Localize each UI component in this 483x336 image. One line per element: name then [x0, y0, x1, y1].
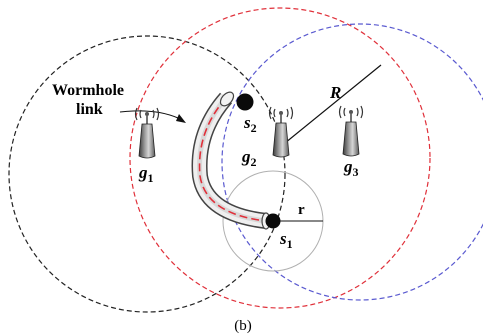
gateway-g2-icon	[268, 106, 294, 158]
wormhole-annotation-line1: Wormhole	[52, 82, 124, 99]
wormhole-annotation-line2: link	[76, 101, 103, 118]
radius-label: R	[329, 83, 341, 102]
g1-range-circle	[8, 35, 286, 313]
annotation-arrowhead	[176, 114, 186, 123]
small-radius-label: r	[298, 202, 305, 218]
sensor-s2-label: s2	[243, 113, 257, 135]
gateway-g2-label: g2	[241, 147, 257, 169]
wormhole-tube	[191, 91, 271, 230]
figure-caption: (b)	[234, 318, 252, 334]
g2-range-circle	[129, 7, 431, 309]
gateway-g3-icon	[338, 105, 364, 157]
wormhole-dashed-link	[198, 97, 267, 222]
radius-line	[284, 64, 382, 144]
sensor-s1-node	[265, 213, 281, 229]
gateway-g3-label: g3	[343, 157, 359, 179]
sensor-s2-node	[236, 93, 254, 111]
annotation-arrow	[119, 110, 179, 119]
sensor-s1-label: s1	[279, 229, 293, 251]
gateway-g1-icon	[134, 107, 160, 159]
gateway-g1-label: g1	[138, 163, 154, 185]
g3-range-circle	[221, 23, 483, 301]
